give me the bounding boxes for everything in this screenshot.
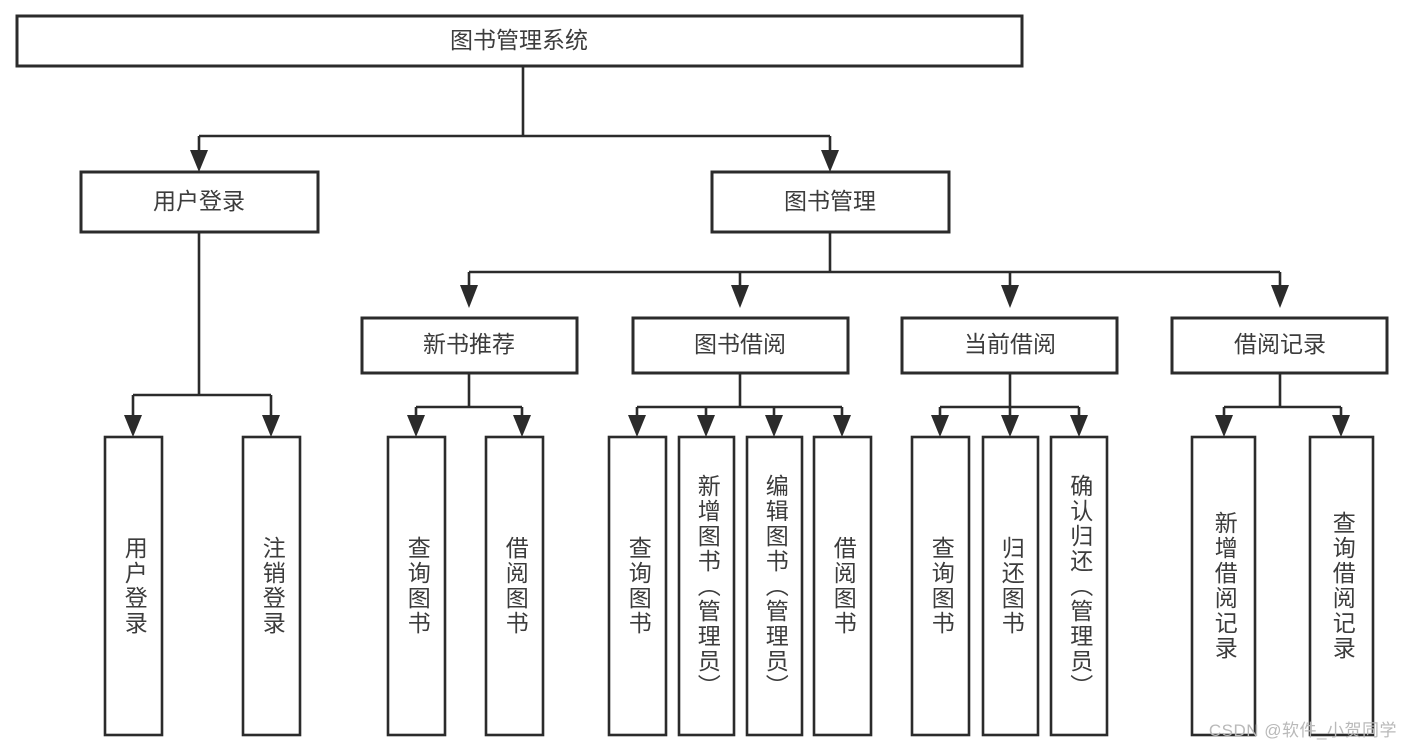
book-borrow-label: 图书借阅 [694, 331, 786, 357]
leaf-box-book-borrow-0[interactable] [607, 435, 668, 737]
user-login-label: 用户登录 [153, 188, 245, 214]
new-book-recommend-box[interactable] [360, 316, 579, 375]
connector-book-manage-level3 [460, 232, 1289, 308]
leaf-box-book-borrow-2[interactable] [745, 435, 804, 737]
leaf-box-current-borrow-0[interactable] [910, 435, 971, 737]
current-borrow-box[interactable] [900, 316, 1119, 375]
connector-root-split [190, 66, 839, 172]
connector-borrow-record-leaves [1215, 373, 1350, 437]
arrowhead-to-book-manage [821, 150, 839, 172]
leaf-box-new-book-1[interactable] [484, 435, 545, 737]
watermark: CSDN @软件_小贺同学 [1208, 721, 1397, 740]
root-box[interactable] [15, 14, 1024, 68]
arrowhead-to-new-book-recommend [460, 285, 478, 308]
arrowhead-to-current-borrow [1001, 285, 1019, 308]
leaf-box-current-borrow-1[interactable] [981, 435, 1040, 737]
connector-current-borrow-leaves [931, 373, 1088, 437]
node-root[interactable]: 图书管理系统 [15, 14, 1024, 68]
current-borrow-label: 当前借阅 [964, 331, 1056, 357]
new-book-recommend-label: 新书推荐 [423, 331, 515, 357]
connector-book-borrow-leaves [628, 373, 851, 437]
borrow-record-label: 借阅记录 [1234, 331, 1326, 357]
leaf-box-current-borrow-2[interactable] [1049, 435, 1109, 737]
leaf-box-new-book-0[interactable] [386, 435, 447, 737]
leaf-box-book-borrow-1[interactable] [677, 435, 736, 737]
user-login-box[interactable] [79, 170, 320, 234]
arrowhead-to-book-borrow [731, 285, 749, 308]
connector-user-login-leaves [124, 232, 280, 437]
node-user-login[interactable]: 用户登录 [79, 170, 320, 234]
root-label: 图书管理系统 [450, 27, 588, 53]
leaf-box-user-login-1[interactable] [241, 435, 302, 737]
leaf-box-user-login-0[interactable] [103, 435, 164, 737]
node-borrow-record[interactable]: 借阅记录 [1170, 316, 1389, 375]
leaf-box-borrow-record-1[interactable] [1308, 435, 1375, 737]
node-new-book-recommend[interactable]: 新书推荐 [360, 316, 579, 375]
leaf-box-borrow-record-0[interactable] [1190, 435, 1257, 737]
leaf-box-book-borrow-3[interactable] [812, 435, 873, 737]
arrowhead-leaf-user-login-1 [262, 415, 280, 437]
book-manage-label: 图书管理 [784, 188, 876, 214]
node-current-borrow[interactable]: 当前借阅 [900, 316, 1119, 375]
arrowhead-to-user-login [190, 150, 208, 172]
node-book-manage[interactable]: 图书管理 [710, 170, 951, 234]
connector-new-book-recommend-leaves [407, 373, 531, 437]
node-book-borrow[interactable]: 图书借阅 [631, 316, 850, 375]
arrowhead-to-borrow-record [1271, 285, 1289, 308]
arrowhead-leaf-user-login-0 [124, 415, 142, 437]
